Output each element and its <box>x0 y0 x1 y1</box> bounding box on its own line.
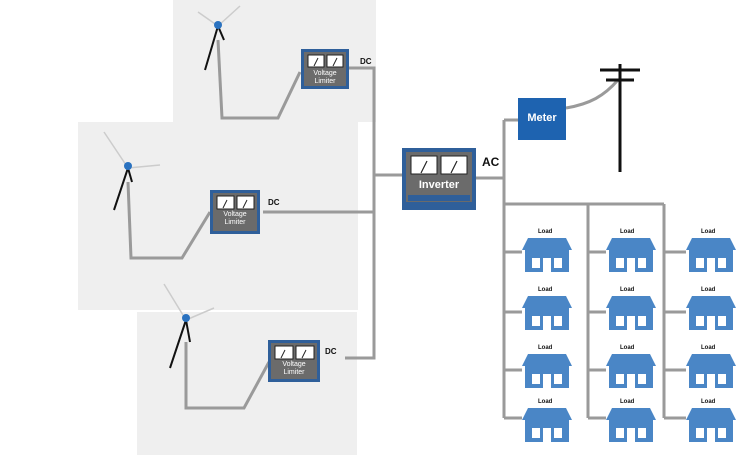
wind-turbine-icon <box>197 5 241 71</box>
load-label: Load <box>620 229 635 235</box>
voltage-limiter-icon <box>268 340 320 382</box>
house-icon <box>686 296 736 330</box>
meter-label: Meter <box>527 112 557 124</box>
load-stubs-3 <box>664 250 686 420</box>
turbine-3-cable <box>184 342 271 410</box>
wires <box>126 39 686 420</box>
load-label: Load <box>538 229 553 235</box>
house-icon <box>606 408 656 442</box>
houses <box>522 238 736 442</box>
wind-turbine-icon <box>163 283 215 369</box>
load-label: Load <box>538 399 553 405</box>
ac-label: AC <box>482 155 500 169</box>
house-icon <box>522 354 572 388</box>
voltage-limiter-icon <box>301 49 349 89</box>
load-label: Load <box>620 399 635 405</box>
dc-label-3: DC <box>325 347 337 356</box>
load-stubs-2 <box>588 250 606 420</box>
load-label: Load <box>538 345 553 351</box>
load-label: Load <box>701 345 716 351</box>
house-icon <box>606 296 656 330</box>
house-icon <box>522 238 572 272</box>
load-label: Load <box>538 287 553 293</box>
wind-turbine-icon <box>103 131 161 211</box>
voltage-limiter-icon <box>210 190 260 234</box>
load-label: Load <box>620 345 635 351</box>
house-icon <box>522 408 572 442</box>
dc-label-2: DC <box>268 198 280 207</box>
house-icon <box>606 238 656 272</box>
load-label: Load <box>701 399 716 405</box>
meter-to-pole <box>565 79 620 110</box>
turbine-1-cable <box>216 39 302 120</box>
dc-label-1: DC <box>360 57 372 66</box>
turbine-panel-3 <box>137 312 357 455</box>
turbine-2-cable <box>126 181 212 260</box>
house-icon <box>686 408 736 442</box>
house-icon <box>606 354 656 388</box>
load-label: Load <box>701 229 716 235</box>
load-label: Load <box>701 287 716 293</box>
house-icon <box>686 354 736 388</box>
meter-icon <box>518 98 566 140</box>
house-icon <box>522 296 572 330</box>
inverter-icon <box>402 148 476 210</box>
house-icon <box>686 238 736 272</box>
load-label: Load <box>620 287 635 293</box>
inverter-label: Inverter <box>418 179 460 191</box>
load-stubs-1 <box>504 250 522 420</box>
utility-pole-icon <box>600 64 640 172</box>
